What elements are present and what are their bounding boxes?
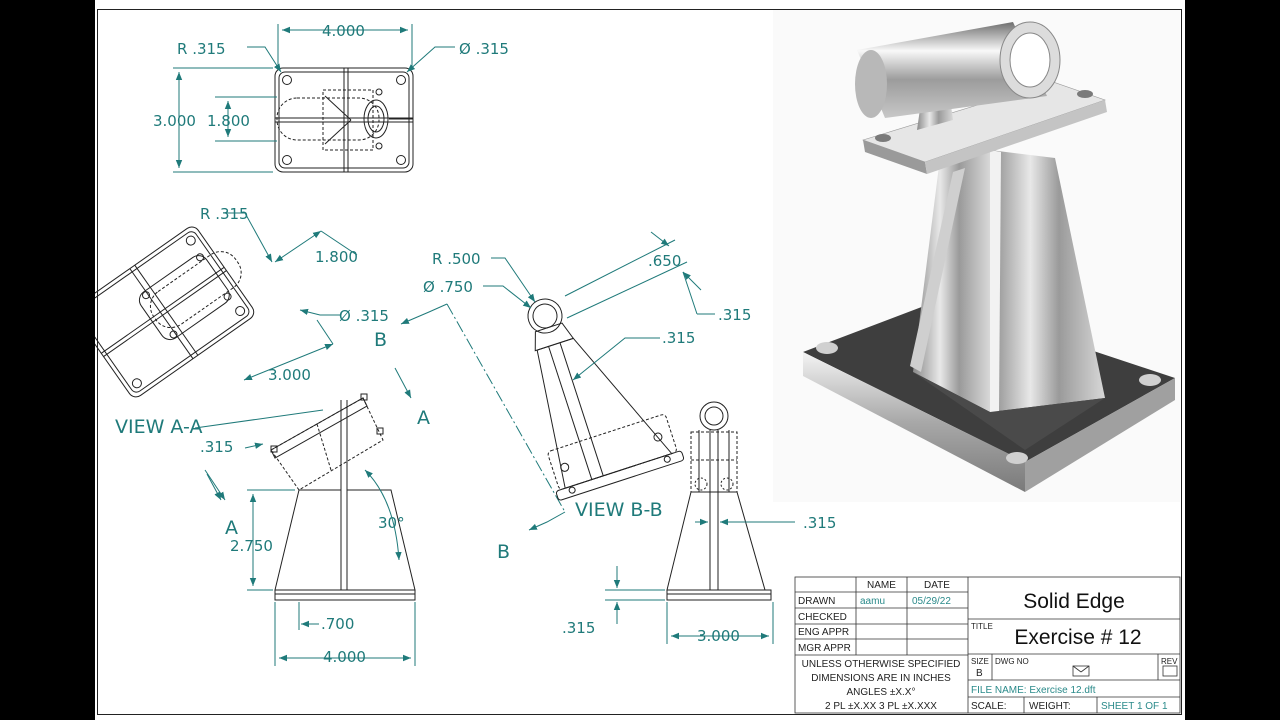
isometric-render	[773, 10, 1180, 502]
top-height-dim: 3.000	[153, 112, 196, 130]
tb-row-eng: ENG APPR	[798, 627, 849, 638]
tb-row-checked: CHECKED	[798, 612, 847, 623]
cut-a-bottom: A	[225, 517, 238, 539]
tb-rev-label: REV	[1161, 657, 1178, 666]
bb-b-dim: .315	[718, 306, 751, 324]
front-view-dims	[194, 409, 416, 666]
bb-bore-dim: Ø .750	[423, 278, 473, 296]
cut-b-bottom: B	[497, 541, 510, 563]
tb-file-name: FILE NAME: Exercise 12.dft	[971, 685, 1096, 696]
tb-row-mgr: MGR APPR	[798, 643, 851, 654]
tb-note-3: ANGLES ±X.X°	[847, 687, 916, 698]
tb-note-1: UNLESS OTHERWISE SPECIFIED	[802, 659, 961, 670]
cutting-plane-b	[400, 303, 566, 531]
front-width-dim: 4.000	[323, 648, 366, 666]
tb-title-label: TITLE	[971, 622, 993, 631]
front-view	[270, 393, 416, 601]
side-view-dims	[605, 518, 795, 644]
front-offset-dim: .700	[321, 615, 354, 633]
tb-drawn-name: aamu	[860, 596, 885, 607]
sheet-border	[97, 9, 1182, 715]
front-angle-dim: 30°	[378, 514, 405, 532]
top-inner-dim: 1.800	[207, 112, 250, 130]
view-aa-dims	[225, 212, 358, 381]
top-hole-dim: Ø .315	[459, 40, 509, 58]
aux-hole-dim: Ø .315	[339, 307, 389, 325]
side-view	[666, 401, 772, 601]
top-view-dims	[173, 24, 455, 173]
bb-c-dim: .315	[662, 329, 695, 347]
side-base-dim: .315	[562, 619, 595, 637]
front-height-dim: 2.750	[230, 537, 273, 555]
view-bb-dims	[483, 231, 715, 381]
drawing-canvas: 4.000 R .315 Ø .315 3.000 1.800	[95, 10, 1181, 714]
tb-company: Solid Edge	[1023, 590, 1125, 613]
cut-b-top: B	[374, 329, 387, 351]
tb-note-4: 2 PL ±X.XX 3 PL ±X.XXX	[825, 701, 937, 712]
tb-title: Exercise # 12	[1014, 626, 1141, 649]
bb-radius-dim: R .500	[432, 250, 481, 268]
tb-sheet: SHEET 1 OF 1	[1101, 701, 1168, 712]
aux-width-dim: 3.000	[268, 366, 311, 384]
view-bb-label: VIEW B-B	[575, 499, 663, 521]
view-aa-label: VIEW A-A	[115, 416, 202, 438]
cutting-plane-a	[206, 367, 412, 501]
drawing-sheet: 4.000 R .315 Ø .315 3.000 1.800	[95, 0, 1185, 720]
aux-inner-dim: 1.800	[315, 248, 358, 266]
cut-a-top: A	[417, 407, 430, 429]
tb-note-2: DIMENSIONS ARE IN INCHES	[811, 673, 951, 684]
view-aa	[95, 226, 255, 398]
side-width-dim: 3.000	[697, 627, 740, 645]
top-radius-dim: R .315	[177, 40, 226, 58]
tb-drawn-date: 05/29/22	[912, 596, 951, 607]
title-block	[794, 576, 1181, 714]
tb-size: B	[976, 668, 983, 679]
tb-row-drawn: DRAWN	[798, 596, 835, 607]
tb-scale-label: SCALE:	[971, 701, 1007, 712]
top-view	[274, 67, 414, 173]
side-rib-dim: .315	[803, 514, 836, 532]
front-left-dim: .315	[200, 438, 233, 456]
bb-a-dim: .650	[648, 252, 681, 270]
tb-dwg-label: DWG NO	[995, 657, 1029, 666]
tb-size-label: SIZE	[971, 657, 989, 666]
top-width-dim: 4.000	[322, 22, 365, 40]
aux-radius-dim: R .315	[200, 205, 249, 223]
tb-weight-label: WEIGHT:	[1029, 701, 1071, 712]
tb-col-name: NAME	[867, 580, 896, 591]
tb-col-date: DATE	[924, 580, 950, 591]
